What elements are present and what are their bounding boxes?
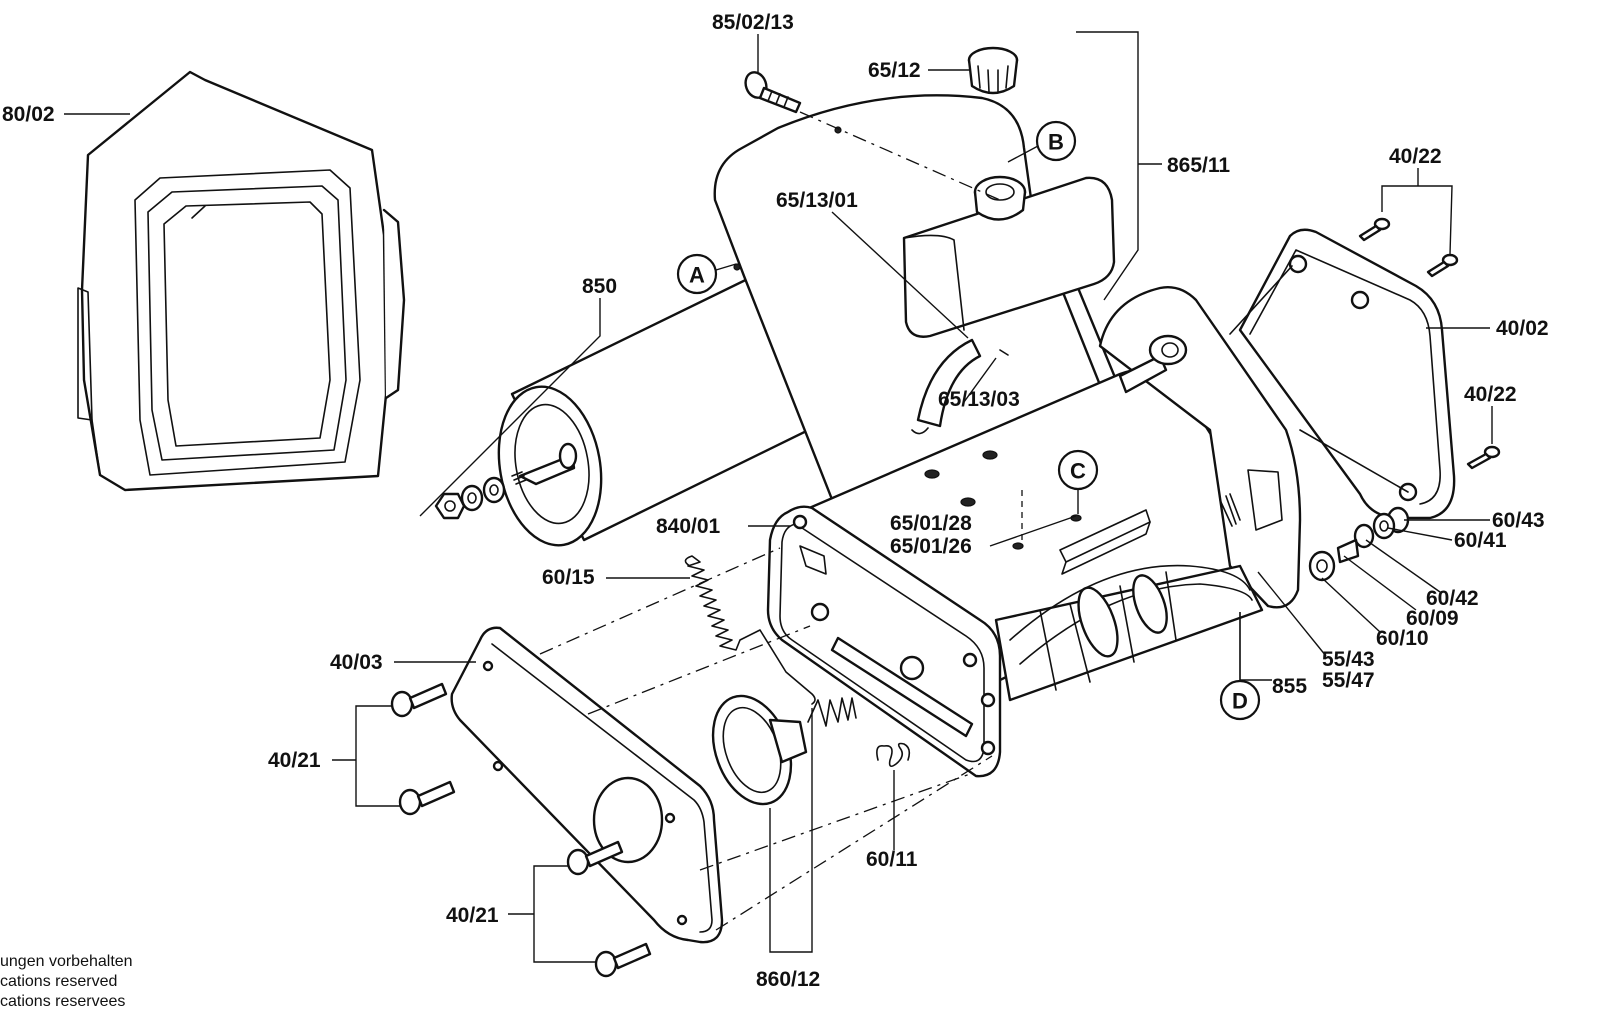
label-60-43: 60/43 [1492,509,1545,532]
label-40-21-upper: 40/21 [268,749,321,772]
label-55-47: 55/47 [1322,669,1375,692]
tank [902,175,1116,338]
label-850: 850 [582,275,617,298]
screw-40-21-a [390,682,448,718]
cap-65-12 [967,46,1019,95]
label-60-11: 60/11 [866,848,918,871]
label-60-41: 60/41 [1454,529,1507,552]
screw-40-21-c [566,840,624,876]
spring-60-15 [684,555,816,705]
label-65-01-28: 65/01/28 [890,512,972,535]
label-860-12: 860/12 [756,968,820,991]
footnote-line-1: ungen vorbehalten [0,953,133,970]
label-65-12: 65/12 [868,59,921,82]
marker-b-text: B [1048,130,1064,155]
screws-40-21 [390,682,652,978]
label-85-02-13: 85/02/13 [712,11,794,34]
grass-box [77,70,406,492]
label-65-13-03: 65/13/03 [938,388,1020,411]
spring-60-11 [876,742,911,768]
label-60-42: 60/42 [1426,587,1479,610]
leader-lines [64,31,1493,963]
label-60-10: 60/10 [1376,627,1429,650]
marker-a-text: A [689,263,705,288]
label-40-03: 40/03 [330,651,383,674]
label-40-22-top: 40/22 [1389,145,1442,168]
marker-a: A [676,253,737,295]
label-865-11: 865/11 [1167,154,1230,177]
label-855: 855 [1272,675,1307,698]
marker-c: C [1057,449,1099,514]
screw-40-22-a [1358,217,1391,242]
cutting-cylinder [994,564,1264,702]
label-55-43: 55/43 [1322,648,1375,671]
label-60-09: 60/09 [1406,607,1459,630]
roller-washers [434,476,506,520]
label-65-13-01: 65/13/01 [776,189,858,212]
screw-40-21-d [594,942,652,978]
screw-40-22-b [1426,253,1459,278]
screw-40-21-b [398,780,456,816]
footnote-line-2: cations reserved [0,973,117,990]
label-40-22-mid: 40/22 [1464,383,1517,406]
marker-d-text: D [1232,689,1248,714]
side-plate-left [766,505,1002,778]
bearing-parts-right [1308,506,1410,582]
label-80-02: 80/02 [2,103,55,126]
label-65-01-26: 65/01/26 [890,535,972,558]
label-40-02: 40/02 [1496,317,1549,340]
label-60-15: 60/15 [542,566,595,589]
screws-40-22 [1358,217,1501,470]
marker-b: B [1007,120,1077,163]
handle-frame [713,94,1132,545]
label-40-21-lower: 40/21 [446,904,499,927]
hose-65-13 [911,338,1009,435]
footnote: ungen vorbehalten cations reserved catio… [0,953,133,1010]
assembly-lines [539,111,1409,931]
spring-860-12 [807,697,857,727]
part-labels: 85/02/13 65/12 865/11 80/02 65/13/01 850… [2,11,1549,991]
footnote-line-3: cations reservees [0,993,125,1010]
marker-c-text: C [1070,459,1086,484]
screw-40-22-c [1466,445,1501,470]
knob-860-12 [711,694,808,806]
marker-d: D [1219,679,1261,721]
screw-85-02-13 [744,71,802,114]
side-cover-left [450,626,724,944]
label-840-01: 840/01 [656,515,721,538]
